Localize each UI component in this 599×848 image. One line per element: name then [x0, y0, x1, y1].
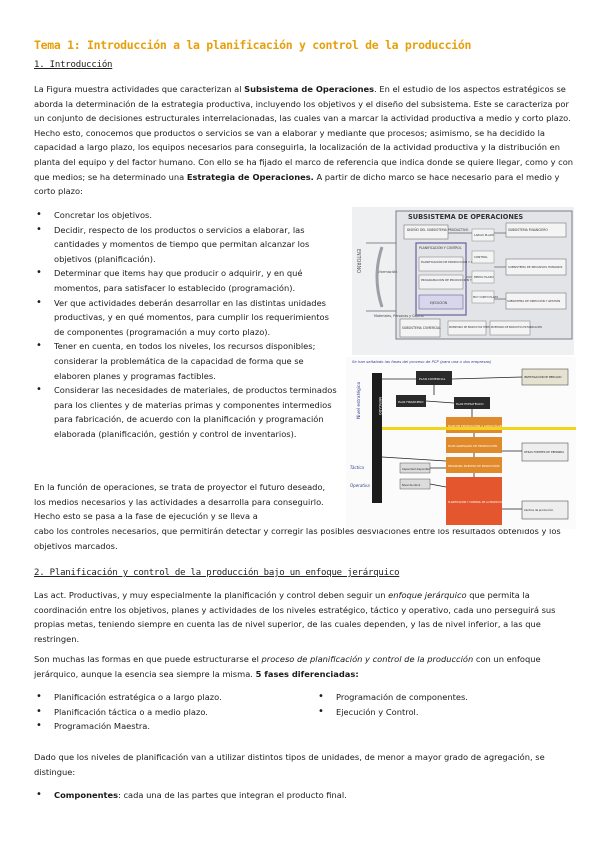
fig1-materials-label: Materiales, Personas y Capital — [374, 314, 424, 318]
phases-text-b: con un enfoque jerárquico, aunque la ese… — [34, 654, 541, 679]
fig1-long-term: LARGO PLAZO — [474, 233, 495, 237]
phases-text-a: Son muchas las formas en que puede estru… — [34, 654, 262, 664]
fig2-capacity: Capacidad disponible — [402, 467, 430, 471]
fig2-operational: Operativa — [350, 483, 370, 488]
section-heading-hierarchy: 2. Planificación y control de la producc… — [34, 568, 400, 578]
execution-paragraph-a: En la función de operaciones, se trata d… — [34, 482, 326, 522]
fig2-production-centers: Centros de producción — [524, 508, 554, 512]
intro-bold-a: Subsistema de Operaciones — [244, 84, 375, 94]
document-title: Tema 1: Introducción a la planificación … — [34, 38, 472, 52]
list-item: Decidir, respecto de los productos o ser… — [34, 223, 339, 267]
fig1-medium-term: MEDIO PLAZO — [474, 275, 494, 279]
fig2-stock: Nivel de stock — [402, 483, 421, 487]
fig2-long-term-plan: PLAN DE PRODUCCIÓN A LARGO PLAZO — [448, 423, 505, 428]
phases-bold: 5 fases diferenciadas: — [255, 668, 359, 679]
fig1-design-box: DISEÑO DEL SUBSISTEMA PRODUCTIVO — [407, 227, 469, 232]
fig1-pc-box: PLANIFICACIÓN Y CONTROL — [419, 245, 462, 250]
hierarchy-text-a: Las act. Productivas, y muy especialment… — [34, 590, 389, 600]
list-item: Programación de componentes. — [316, 690, 576, 705]
objectives-list: Concretar los objetivos. Decidir, respec… — [34, 208, 339, 442]
fig2-note: Se han señalado las fases del proceso de… — [352, 359, 492, 364]
fig2-master-schedule: PROGRAMA MAESTRO DE PRODUCCIÓN — [448, 463, 499, 468]
pcp-hierarchy-figure: Se han señalado las fases del proceso de… — [346, 357, 576, 529]
list-item: Ver que actividades deberán desarrollar … — [34, 296, 339, 340]
fig1-entorno: ENTORNO — [355, 249, 361, 273]
intro-paragraph: La Figura muestra actividades que caract… — [34, 82, 574, 199]
fig1-header: SUBSISTEMA DE OPERACIONES — [408, 213, 523, 221]
fig2-market-research: INVESTIGACIÓN DE MERCADO — [524, 374, 561, 379]
list-item: Programación Maestra. — [34, 719, 304, 734]
list-item: Ejecución y Control. — [316, 705, 576, 720]
fig1-wip-inventory: INVENTARIO DE PRODUCTOS EN FABRICACIÓN — [491, 326, 542, 329]
execution-paragraph-b: cabo los controles necesarios, que permi… — [34, 526, 561, 551]
list-item: Concretar los objetivos. — [34, 208, 339, 223]
phases-paragraph: Son muchas las formas en que puede estru… — [34, 652, 574, 681]
list-item: Planificación táctica o a medio plazo. — [34, 705, 304, 720]
list-item: Planificación estratégica o a largo plaz… — [34, 690, 304, 705]
list-item: Considerar las necesidades de materiales… — [34, 383, 339, 441]
fig2-aggregate-plan: PLAN AGREGADO DE PRODUCCIÓN — [448, 443, 497, 448]
fig1-management: SUBSISTEMA DE DIRECCIÓN Y GESTIÓN — [507, 298, 560, 303]
list-item: Componentes: cada una de las partes que … — [34, 788, 574, 803]
fig1-hr: SUBSISTEMA DE RECURSOS HUMANOS — [508, 265, 563, 269]
fig2-other-demand: OTRAS FUENTES DE DEMANDA — [524, 450, 564, 454]
list-item: Determinar que items hay que producir o … — [34, 266, 339, 295]
fig1-planning-box: PLANIFICACIÓN DE PRODUCCIÓN Y CAPACIDAD — [421, 259, 487, 264]
fig2-financial-plan: PLAN FINANCIERO — [398, 400, 424, 404]
fig2-commercial-plan: PLAN COMERCIAL — [419, 377, 446, 381]
phases-italic: proceso de planificación y control de la… — [261, 654, 474, 664]
fig2-market: MERCADO — [378, 397, 382, 415]
hierarchy-text-b: que permita la coordinación entre los ob… — [34, 590, 556, 644]
fig1-execution-box: EJECUCIÓN — [430, 300, 448, 305]
intro-text-c: A partir de dicho marco se hace necesari… — [34, 171, 560, 197]
section-heading-intro: 1. Introducción — [34, 60, 113, 70]
intro-text-b: . En el estudio de los aspectos estratég… — [34, 84, 574, 182]
fig2-strategic-plan: PLAN ESTRATÉGICO — [456, 401, 484, 406]
fig1-financial: SUBSISTEMA FINANCIERO — [508, 228, 548, 232]
aggregation-paragraph: Dado que los niveles de planificación va… — [34, 752, 545, 777]
list-item: Tener en cuenta, en todos los niveles, l… — [34, 339, 339, 383]
units-list: Componentes: cada una de las partes que … — [34, 788, 574, 803]
fig1-commercial: SUBSISTEMA COMERCIAL — [402, 326, 441, 330]
intro-bold-b: Estrategia de Operaciones. — [186, 171, 314, 182]
phases-list-right: Programación de componentes. Ejecución y… — [316, 690, 576, 719]
operations-subsystem-figure: SUBSISTEMA DE OPERACIONES ENTORNO Inform… — [352, 207, 574, 355]
fig2-side-label: Nivel estratégico — [355, 382, 362, 419]
fig2-tactical: Táctica — [350, 465, 365, 470]
fig1-scheduling-box: PROGRAMACIÓN DE PRODUCCIÓN Y CAPACIDAD — [421, 277, 489, 282]
term-components: Componentes — [54, 790, 119, 800]
term-components-definition: : cada una de las partes que integran el… — [118, 790, 347, 800]
hierarchy-paragraph: Las act. Productivas, y muy especialment… — [34, 588, 574, 646]
intro-text-a: La Figura muestra actividades que caract… — [34, 84, 245, 94]
fig1-very-short-term: MUY CORTO PLAZO — [473, 295, 498, 299]
fig1-info-label: Información — [376, 270, 397, 274]
phases-list-left: Planificación estratégica o a largo plaz… — [34, 690, 304, 734]
fig1-control: CONTROL — [474, 255, 488, 259]
hierarchy-italic: enfoque jerárquico — [388, 590, 467, 600]
fig1-finished-inventory: INVENTARIO DE PRODUCTOS TERMINADOS — [449, 326, 499, 329]
fig2-pcp-box: PLANIFICACIÓN Y CONTROL DE LA PRODUCCIÓN — [448, 501, 506, 504]
